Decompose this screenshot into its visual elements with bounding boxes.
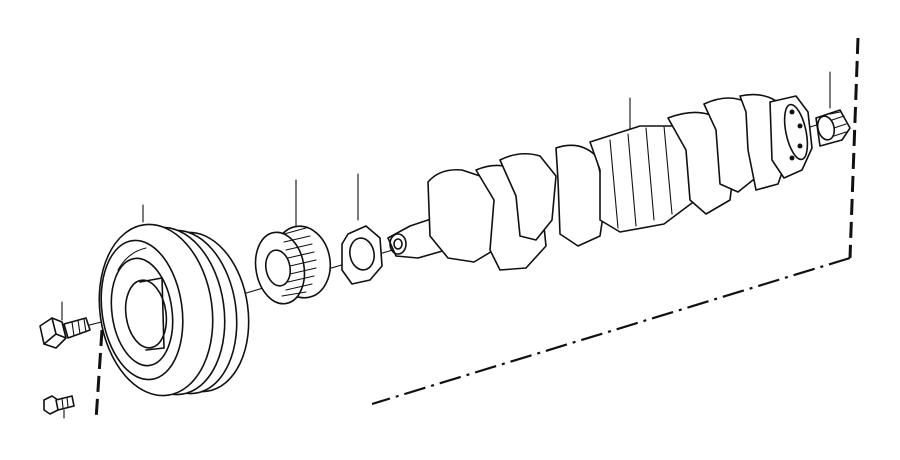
frame-baseline — [371, 256, 851, 406]
reference-frame — [94, 37, 860, 421]
vibration-damper-pulley — [98, 223, 250, 397]
frame-vertical-right — [848, 37, 860, 259]
needle-bearing — [815, 109, 851, 147]
crankshaft — [387, 93, 813, 271]
callout-leaders — [61, 71, 831, 419]
small-bolt — [43, 395, 75, 415]
thrust-washer — [341, 225, 383, 285]
frame-vertical-left — [94, 329, 104, 421]
timing-sprocket — [254, 225, 332, 305]
hex-bolt — [39, 317, 91, 349]
